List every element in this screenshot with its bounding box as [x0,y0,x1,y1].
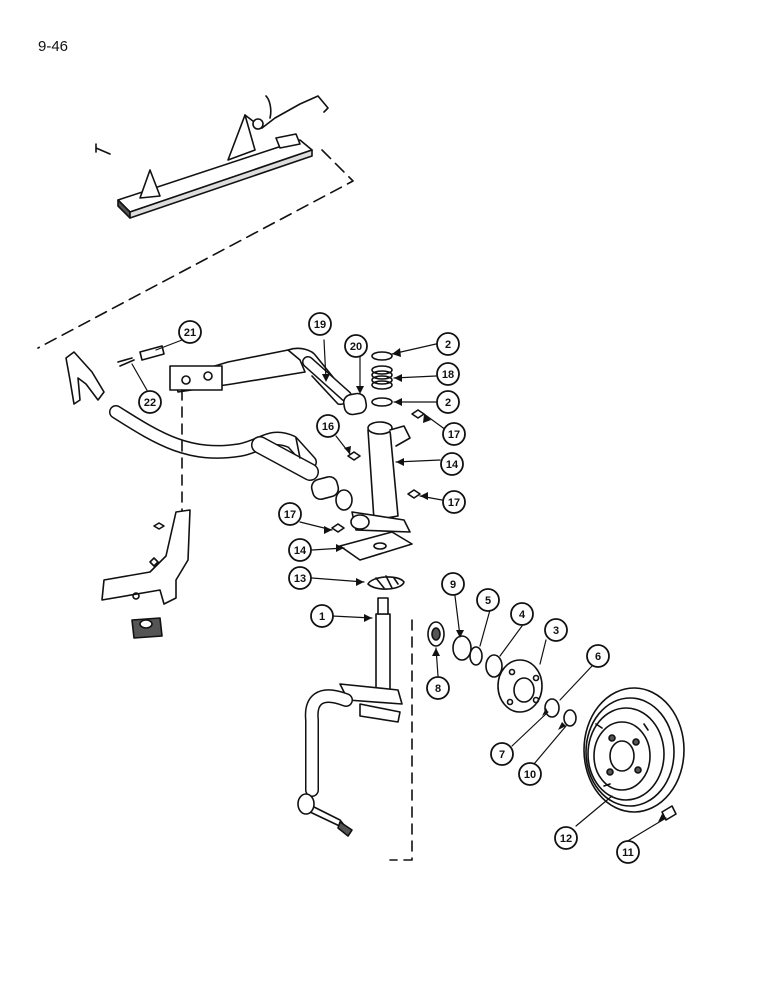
callout-label: 20 [350,341,362,353]
callout-label: 7 [499,749,505,761]
callout-19: 19 [308,312,332,336]
callout-label: 12 [560,833,572,845]
callout-17-b: 17 [442,422,466,446]
dashed-leader-plate [37,149,354,349]
callout-10: 10 [518,762,542,786]
bearing-cup-5 [469,646,483,666]
callout-label: 10 [524,769,536,781]
callout-16: 14 [440,452,464,476]
callout-label: 8 [435,683,441,695]
callout-2-top: 2 [436,332,460,356]
callout-11: 11 [616,840,640,864]
dashed-leader-spindle [389,619,413,861]
lower-lift-arm [109,405,319,481]
upper-lift-arm [169,347,352,406]
arrowheads [322,348,666,822]
callout-8: 8 [426,676,450,700]
callout-label: 14 [294,545,307,557]
cotter-pin [117,357,135,367]
callout-label: 5 [485,595,491,607]
bushing-20 [342,392,368,416]
callout-6: 6 [586,644,610,668]
mounting-plate [117,114,313,219]
callout-label: 14 [446,459,459,471]
callout-2-bottom: 2 [436,390,460,414]
callout-14: 14 [288,538,312,562]
callout-label: 13 [294,573,306,585]
callout-9: 9 [441,572,465,596]
callout-label: 9 [450,579,456,591]
small-pin [95,143,111,155]
thrust-washer [367,576,405,590]
callout-22: 22 [138,390,162,414]
callout-label: 3 [553,625,559,637]
bearing-cone-6 [544,698,560,718]
wheel-hub [497,659,543,713]
callout-label: 1 [319,611,325,623]
callout-20: 20 [344,334,368,358]
wheel-rim [583,687,685,813]
callout-label: 18 [442,369,454,381]
washer-2-bottom [371,397,393,407]
pivot-housing [350,421,411,533]
callout-7: 7 [490,742,514,766]
grease-fitting-c [407,489,421,499]
callout-label: 22 [144,397,156,409]
grease-fitting-b [411,409,425,419]
grease-fitting-d [331,523,345,533]
thrust-washer-hatch [375,575,399,589]
callout-3: 3 [544,618,568,642]
callout-label: 17 [448,497,460,509]
callout-label: 17 [448,429,460,441]
grease-fitting-a [347,451,361,461]
roll-pin [295,437,301,459]
callout-4: 4 [510,602,534,626]
callout-13: 13 [288,566,312,590]
bushing-left [310,475,340,501]
bearing-cone-9 [452,635,472,661]
coil-spring [371,365,393,390]
callout-label: 2 [445,339,451,351]
callout-label: 6 [595,651,601,663]
callout-label: 17 [284,509,296,521]
callout-label: 11 [622,847,634,859]
callout-label: 19 [314,319,326,331]
caster-spindle [297,597,403,837]
cover-plate [339,531,413,561]
callout-1: 1 [310,604,334,628]
nut-10 [563,709,577,727]
callout-21: 21 [178,320,202,344]
leader-lines [131,339,667,843]
washer-2-top [371,351,393,361]
callout-12: 12 [554,826,578,850]
plate-bracket [275,133,301,149]
tension-spring-rod [261,95,329,129]
callout-label: 4 [519,609,526,621]
callout-18: 18 [436,362,460,386]
mounting-bracket-lower [101,509,191,639]
callout-17-d: 17 [278,502,302,526]
page-number: 9-46 [38,38,69,55]
callout-label: 21 [184,327,196,339]
callout-label: 2 [445,397,451,409]
callout-17-a: 16 [316,414,340,438]
bearing-cup-4 [485,654,503,678]
washer-left [335,489,353,511]
left-clevis-bracket [65,351,105,405]
callout-label: 16 [322,421,334,433]
callout-5: 5 [476,588,500,612]
callout-17-c: 17 [442,490,466,514]
